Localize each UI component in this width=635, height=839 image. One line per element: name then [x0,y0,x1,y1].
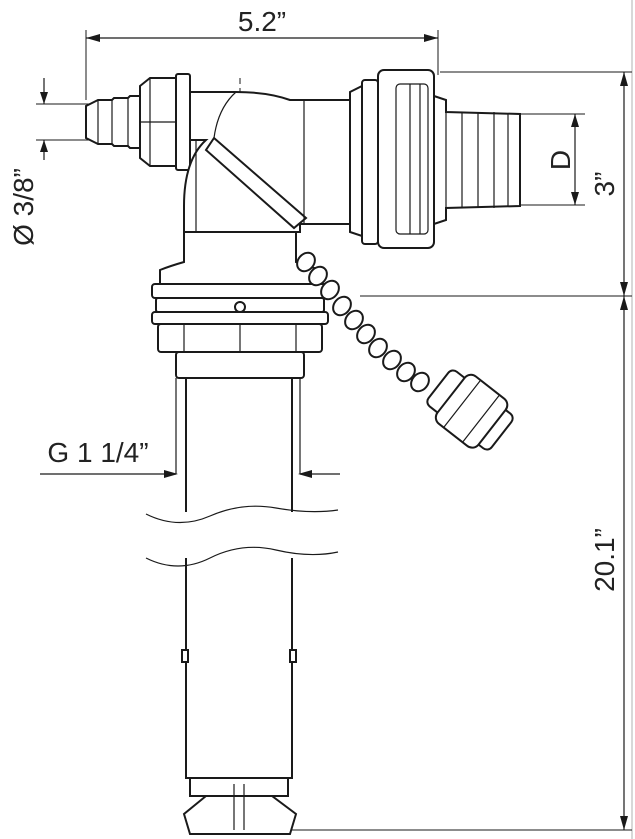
outlet-diameter-dimension: D [520,113,585,206]
hose-barb-label: Ø 3/8” [8,168,39,246]
outlet-barb [433,94,521,226]
hose-barb-dimension: Ø 3/8” [8,78,90,246]
length-label: 20.1” [589,528,620,592]
hose-barb [85,95,141,149]
neck [159,231,321,285]
break-lines [140,505,340,567]
bottom-foot [182,777,298,835]
dust-cap [426,369,514,451]
length-dimension: 20.1” [290,296,632,831]
thread-dimension: G 1 1/4” [40,437,340,478]
width-dimension: 5.2” [85,6,439,100]
chain [296,251,430,393]
outlet-diameter-label: D [545,150,576,170]
elbow-body [183,91,351,233]
left-nut [139,73,191,171]
outlet-height-dimension: 3” [360,71,632,297]
thread-label: G 1 1/4” [47,437,148,468]
lock-nut [151,311,329,379]
outlet-height-label: 3” [589,172,620,197]
right-nut [349,69,435,249]
main-tube [175,377,301,779]
upper-flange [151,283,329,313]
width-label: 5.2” [238,6,286,37]
